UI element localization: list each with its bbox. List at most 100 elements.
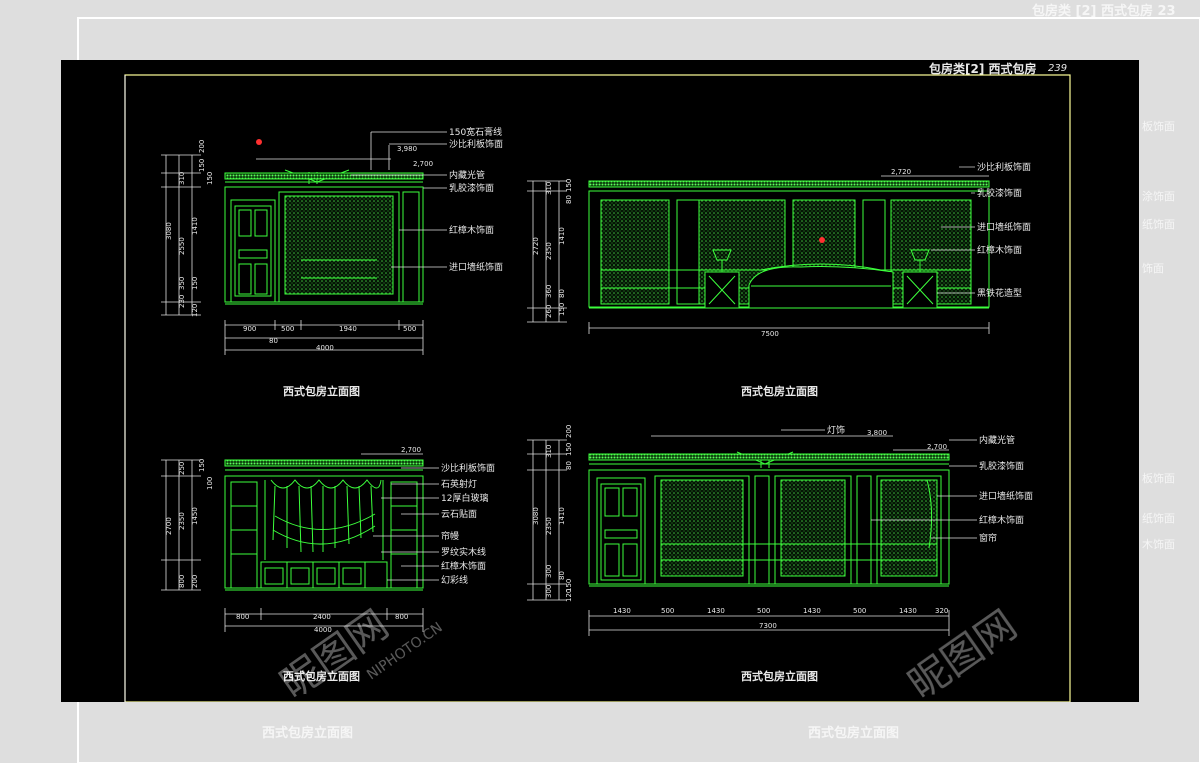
callout-label: 进口墙纸饰面 <box>979 490 1033 502</box>
callout-label: 12厚白玻璃 <box>441 492 488 504</box>
watermark-logo: 昵图网 <box>900 602 1025 702</box>
ghost-fragment: 纸饰面 <box>1142 511 1175 525</box>
callout-label: 150宽石膏线 <box>449 126 502 138</box>
dim-label: 250 <box>178 462 186 475</box>
dim-label: 2400 <box>313 613 331 621</box>
ghost-fragment: 饰面 <box>1142 261 1164 275</box>
tl-callout-text: 150宽石膏线 沙比利板饰面 内藏光管 乳胶漆饰面 红樟木饰面 进口墙纸饰面 <box>449 126 503 273</box>
ghost-fragment: 板饰面 <box>1142 471 1175 485</box>
dim-label: 1940 <box>339 325 357 333</box>
callout-label: 灯饰 <box>827 424 845 436</box>
dim-label: 150 <box>191 277 199 290</box>
callout-label: 进口墙纸饰面 <box>449 261 503 273</box>
dim-label: 1430 <box>803 607 821 615</box>
dim-label: 320 <box>935 607 948 615</box>
cornice-moulding <box>588 453 950 461</box>
door <box>596 477 646 585</box>
title-tl: 西式包房立面图 <box>283 384 360 398</box>
dim-label: 4000 <box>314 626 332 634</box>
dim-label: 1430 <box>613 607 631 615</box>
dim-label: 310 <box>178 172 186 185</box>
dim-label: 260 <box>545 305 553 318</box>
title-bl: 西式包房立面图 <box>283 669 360 683</box>
curtain <box>926 479 933 549</box>
cad-drawing-canvas: 包房类[2] 西式包房 239 <box>61 60 1139 702</box>
dim-label: 200 <box>198 140 206 153</box>
dim-label: 2550 <box>178 237 186 255</box>
callout-label: 石英射灯 <box>441 478 477 490</box>
callout-label: 幻彩线 <box>441 574 468 586</box>
dim-label: 3080 <box>165 222 173 240</box>
sheet-border <box>124 74 1071 702</box>
ghost-fragment: 板饰面 <box>1142 119 1175 133</box>
dim-label: 150 <box>565 179 573 192</box>
br-dimensions <box>527 435 950 636</box>
cornice-moulding <box>224 172 424 180</box>
callout-label: 窗帘 <box>979 532 997 544</box>
dim-label: 500 <box>281 325 294 333</box>
callout-label: 乳胶漆饰面 <box>449 182 494 194</box>
br-callouts <box>781 429 977 539</box>
title-tr: 西式包房立面图 <box>741 384 818 398</box>
callout-label: 进口墙纸饰面 <box>977 221 1031 233</box>
ghost-fragment: 木饰面 <box>1142 537 1175 551</box>
callout-label: 沙比利板饰面 <box>977 161 1031 173</box>
curtain-valance <box>270 479 382 489</box>
sheet-header-number: 239 <box>1048 63 1067 74</box>
callout-label: 帘幔 <box>441 530 459 542</box>
dim-label: 1410 <box>558 507 566 525</box>
wall-outline <box>224 475 424 589</box>
dim-label: 100 <box>206 477 214 490</box>
wallpaper-panel <box>284 195 394 295</box>
wallpaper-panel <box>780 479 846 577</box>
dim-label: 150 <box>198 459 206 472</box>
br-dim-text: 3,800 2,700 200 150 80 1410 80 150 120 3… <box>532 425 948 630</box>
bl-callout-text: 沙比利板饰面 石英射灯 12厚白玻璃 云石贴面 帘幔 罗纹实木线 红樟木饰面 幻… <box>441 462 495 586</box>
dim-label: 150 <box>558 303 566 316</box>
bl-callouts <box>373 467 439 581</box>
dim-label: 3080 <box>532 507 540 525</box>
dim-label: 300 <box>545 565 553 578</box>
br-callout-text: 灯饰 内藏光管 乳胶漆饰面 进口墙纸饰面 红樟木饰面 窗帘 <box>827 424 1033 544</box>
dim-label: 2350 <box>545 517 553 535</box>
dim-label: 150 <box>565 579 573 592</box>
dim-label: 2,700 <box>401 446 421 454</box>
bl-dim-text: 2,700 150 100 1450 200 250 2350 800 2700… <box>165 446 421 634</box>
dim-label: 3,800 <box>867 429 887 437</box>
elevation-top-left <box>224 169 424 305</box>
callout-label: 内藏光管 <box>979 434 1015 446</box>
dim-label: 80 <box>558 571 566 580</box>
dim-label: 7300 <box>759 622 777 630</box>
dim-label: 230 <box>178 295 186 308</box>
dim-label: 2,700 <box>413 160 433 168</box>
tr-callouts <box>931 166 975 294</box>
title-br: 西式包房立面图 <box>741 669 818 683</box>
side-cabinet-left <box>230 481 258 589</box>
tl-dimensions <box>161 132 424 355</box>
elevation-bottom-right <box>588 451 950 587</box>
elevation-bottom-left <box>224 459 424 591</box>
watermark: 昵图网 NIPHOTO.CN 昵图网 <box>272 602 1025 702</box>
dim-label: 1450 <box>191 507 199 525</box>
red-marker <box>256 139 262 145</box>
dim-label: 7500 <box>761 330 779 338</box>
callout-label: 罗纹实木线 <box>441 546 486 558</box>
dim-label: 4000 <box>316 344 334 352</box>
ghost-title-left: 西式包房立面图 <box>262 725 353 741</box>
callout-label: 沙比利板饰面 <box>449 138 503 150</box>
dim-label: 1430 <box>899 607 917 615</box>
dim-label: 900 <box>243 325 256 333</box>
dim-label: 2,720 <box>891 168 911 176</box>
dim-label: 200 <box>565 425 573 438</box>
dim-label: 2720 <box>532 237 540 255</box>
ghost-fragment: 涂饰面 <box>1142 189 1175 203</box>
dim-label: 2350 <box>178 512 186 530</box>
callout-label: 红樟木饰面 <box>979 514 1024 526</box>
dim-label: 800 <box>395 613 408 621</box>
watermark-logo: 昵图网 <box>272 602 397 702</box>
dim-label: 500 <box>757 607 770 615</box>
dim-label: 500 <box>403 325 416 333</box>
wallpaper-panel <box>660 479 744 577</box>
dim-label: 3,980 <box>397 145 417 153</box>
ghost-header: 包房类 [2] 西式包房 23 <box>1032 3 1176 19</box>
